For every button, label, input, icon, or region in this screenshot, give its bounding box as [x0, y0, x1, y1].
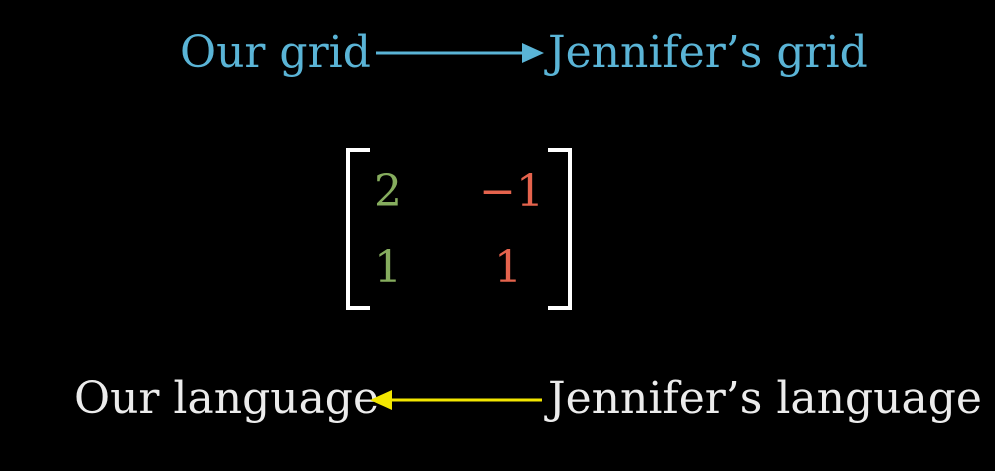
jennifers-language-label: Jennifer’s language	[548, 373, 982, 424]
matrix-entry-r1c1: 2	[374, 166, 402, 217]
our-grid-label: Our grid	[180, 27, 371, 78]
matrix-entry-r2c2: 1	[494, 242, 522, 293]
our-language-label: Our language	[74, 373, 380, 424]
matrix-entry-r2c1: 1	[374, 242, 402, 293]
right-arrow-icon	[376, 43, 544, 63]
change-of-basis-matrix: 2 −1 1 1	[346, 148, 572, 310]
jennifers-grid-label: Jennifer’s grid	[548, 27, 868, 78]
matrix-left-bracket	[346, 148, 370, 310]
left-arrow-icon	[370, 390, 542, 410]
matrix-right-bracket	[548, 148, 572, 310]
matrix-entry-r1c2: −1	[479, 166, 544, 217]
